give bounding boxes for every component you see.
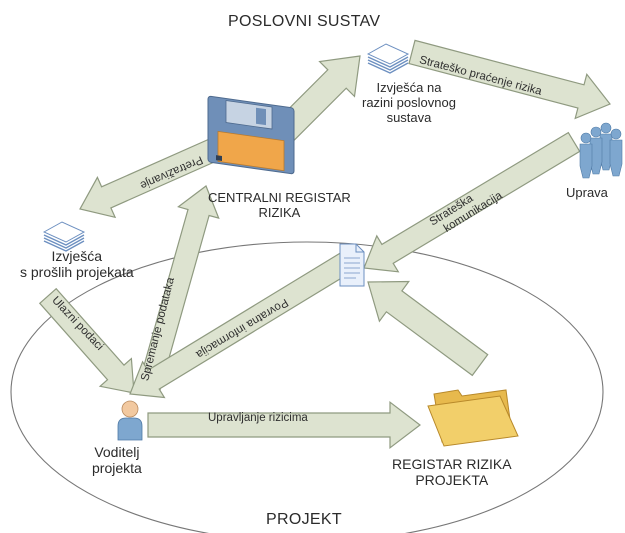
person-icon: [117, 400, 143, 441]
past-reports-line-1: Izvješća: [51, 248, 103, 264]
business-reports-label: Izvješća na razini poslovnog sustava: [362, 80, 456, 125]
risk-management-label: Upravljanje rizicima: [208, 412, 308, 424]
people-group-icon: [579, 122, 623, 179]
project-register-label: REGISTAR RIZIKA PROJEKTA: [392, 456, 512, 488]
past-reports-label: Izvješća s prošlih projekata: [20, 248, 134, 280]
project-title: PROJEKT: [266, 511, 342, 528]
project-register-line-2: PROJEKTA: [415, 472, 489, 488]
central-register-label: CENTRALNI REGISTAR RIZIKA: [208, 190, 351, 220]
strategic-communication-arrow: [363, 131, 581, 273]
folder-icon: [427, 389, 519, 447]
project-manager-line-1: Voditelj: [94, 444, 140, 460]
feedback-arrow: [129, 249, 357, 399]
business-reports-line-3: sustava: [386, 110, 432, 125]
saving-data-arrow: [136, 185, 220, 396]
central-register-line-1: CENTRALNI REGISTAR: [208, 190, 351, 205]
input-data-arrow: [38, 287, 135, 394]
project-boundary-ellipse: [10, 241, 604, 533]
business-system-title: POSLOVNI SUSTAV: [228, 13, 381, 30]
strategic-monitoring-arrow: [408, 39, 611, 120]
business-reports-stack-icon: [366, 43, 410, 74]
feedback-label: Povratna informacija: [193, 296, 290, 361]
business-reports-line-2: razini poslovnog: [362, 95, 456, 110]
management-label: Uprava: [566, 185, 608, 200]
project-manager-line-2: projekta: [92, 460, 142, 476]
floppy-disk-icon: [207, 95, 295, 175]
business-reports-line-1: Izvješća na: [376, 80, 442, 95]
svg-text:Upravljanje rizicima: Upravljanje rizicima: [208, 412, 308, 424]
risk-management-arrow: [147, 400, 421, 450]
central-register-line-2: RIZIKA: [258, 205, 301, 220]
document-icon: [339, 243, 365, 287]
search-arrow: [79, 134, 228, 219]
project-register-line-1: REGISTAR RIZIKA: [392, 456, 512, 472]
svg-text:Povratna informacija: Povratna informacija: [193, 296, 290, 361]
past-reports-line-2: s prošlih projekata: [20, 264, 134, 280]
project-report-arrow: [367, 280, 489, 377]
past-reports-stack-icon: [42, 221, 86, 252]
project-manager-label: Voditelj projekta: [92, 444, 142, 476]
